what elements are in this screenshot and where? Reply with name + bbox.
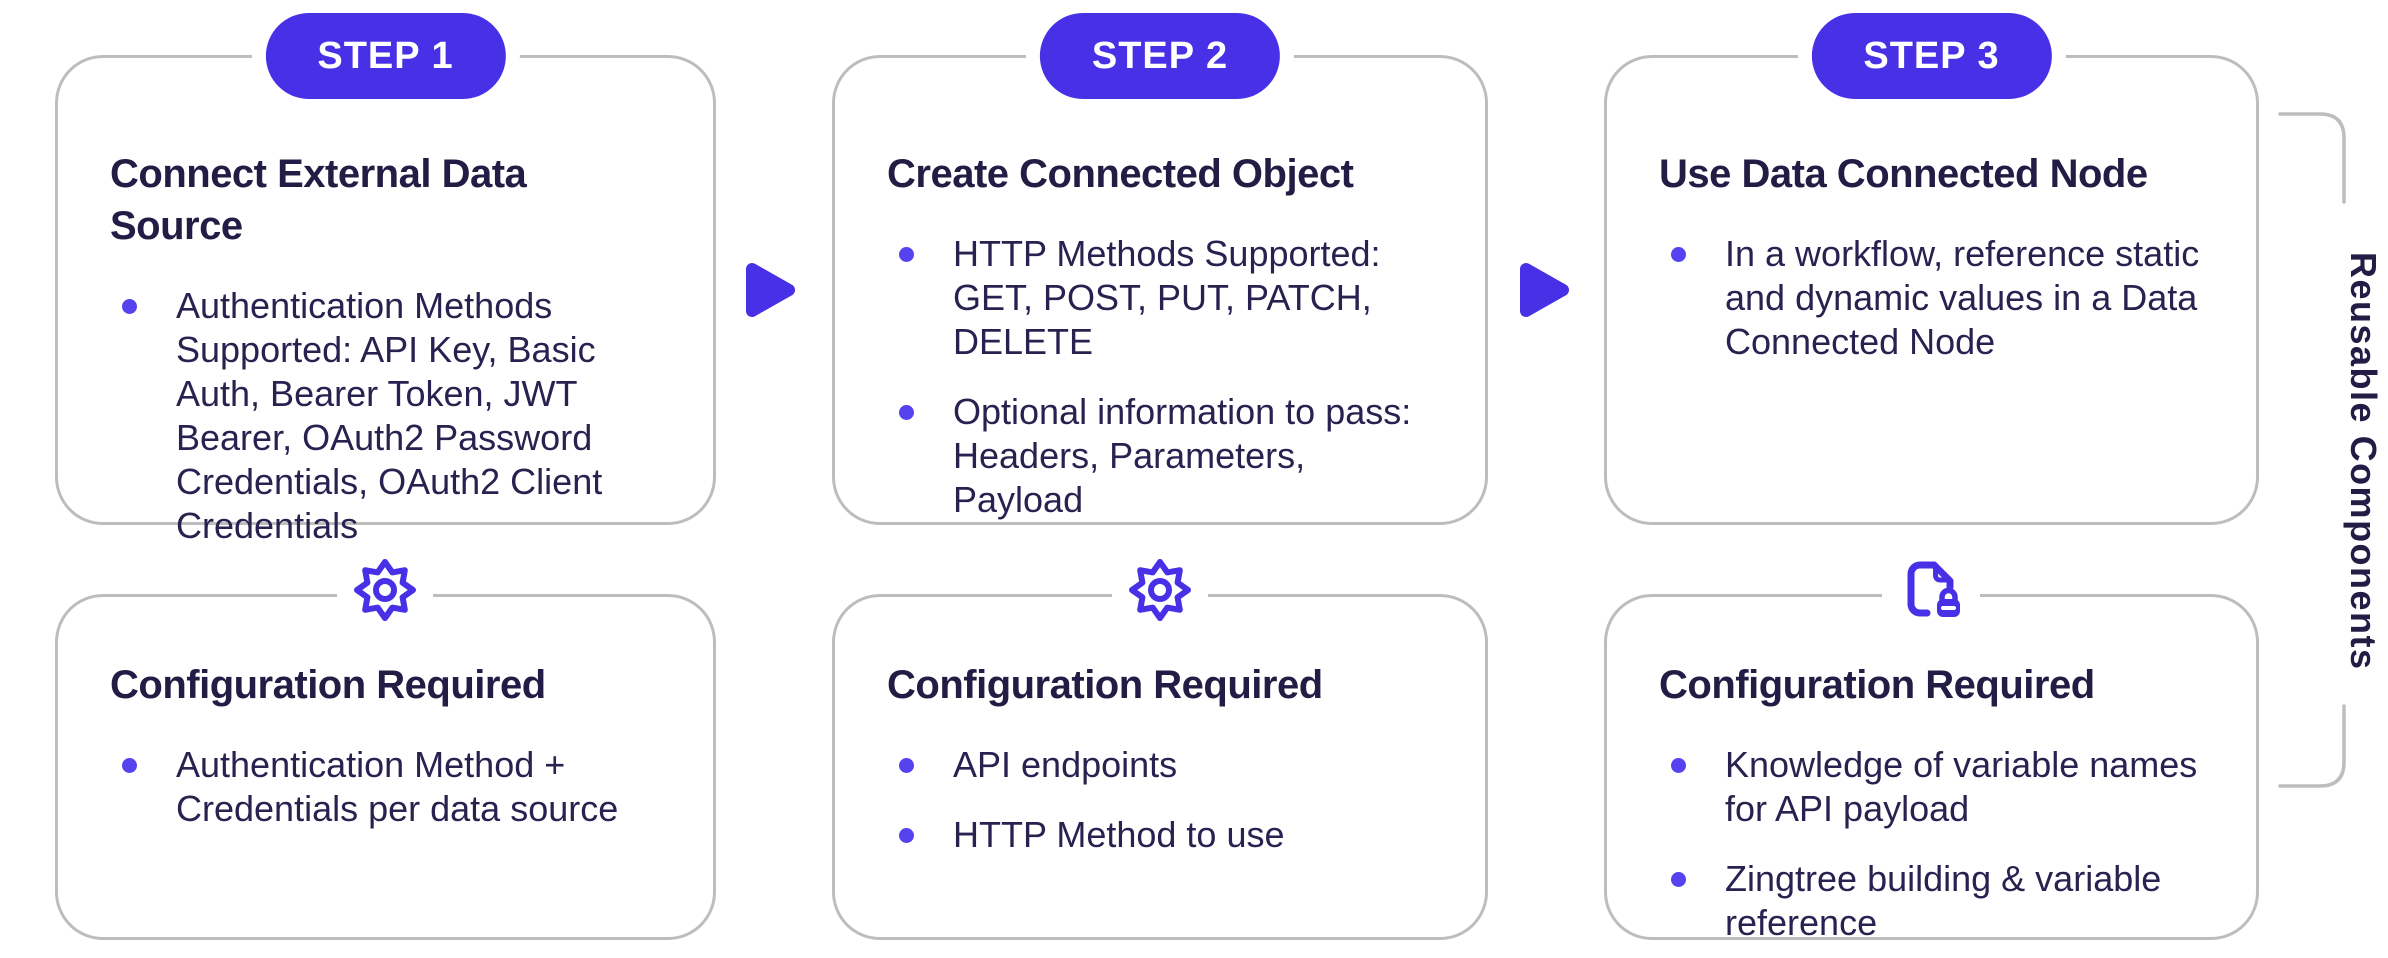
reusable-components-label: Reusable Components	[2343, 251, 2384, 671]
bullet-item: HTTP Methods Supported: GET, POST, PUT, …	[887, 232, 1431, 364]
step1-config-card: Configuration Required Authentication Me…	[55, 594, 716, 940]
reusable-components-bracket	[2278, 112, 2346, 788]
step2-config-bullet-list: API endpoints HTTP Method to use	[887, 743, 1431, 857]
step3-bullet-list: In a workflow, reference static and dyna…	[1659, 232, 2202, 364]
step2-config-title: Configuration Required	[887, 663, 1323, 707]
step1-card: STEP 1 Connect External Data Source Auth…	[55, 13, 716, 546]
step2-bullet-list: HTTP Methods Supported: GET, POST, PUT, …	[887, 232, 1431, 522]
step2-badge: STEP 2	[1039, 13, 1281, 99]
arrow-right-icon	[742, 260, 798, 320]
gear-icon	[1112, 558, 1208, 622]
step3-title: Use Data Connected Node	[1659, 152, 2148, 196]
gear-icon	[337, 558, 433, 622]
bullet-item: API endpoints	[887, 743, 1431, 787]
step1-config-bullet-list: Authentication Method + Credentials per …	[110, 743, 659, 831]
arrow-right-icon	[1516, 260, 1572, 320]
step1-bullet-list: Authentication Methods Supported: API Ke…	[110, 284, 659, 548]
bullet-item: Zingtree building & variable reference	[1659, 857, 2202, 945]
step3-badge: STEP 3	[1811, 13, 2052, 99]
bullet-item: Optional information to pass: Headers, P…	[887, 390, 1431, 522]
step1-title: Connect External Data Source	[110, 152, 527, 248]
step3-config-bullet-list: Knowledge of variable names for API payl…	[1659, 743, 2202, 945]
bullet-item: Knowledge of variable names for API payl…	[1659, 743, 2202, 831]
step3-config-card: Configuration Required Knowledge of vari…	[1604, 594, 2259, 943]
step1-config-title: Configuration Required	[110, 663, 546, 707]
bullet-item: In a workflow, reference static and dyna…	[1659, 232, 2202, 364]
bullet-item: HTTP Method to use	[887, 813, 1431, 857]
step2-title: Create Connected Object	[887, 152, 1354, 196]
step3-card: STEP 3 Use Data Connected Node In a work…	[1604, 13, 2259, 525]
step1-badge: STEP 1	[265, 13, 506, 99]
bullet-item: Authentication Method + Credentials per …	[110, 743, 659, 831]
step2-config-card: Configuration Required API endpoints HTT…	[832, 594, 1488, 940]
bullet-item: Authentication Methods Supported: API Ke…	[110, 284, 659, 548]
step2-card: STEP 2 Create Connected Object HTTP Meth…	[832, 13, 1488, 525]
step3-config-title: Configuration Required	[1659, 663, 2095, 707]
document-lock-icon	[1882, 558, 1980, 624]
